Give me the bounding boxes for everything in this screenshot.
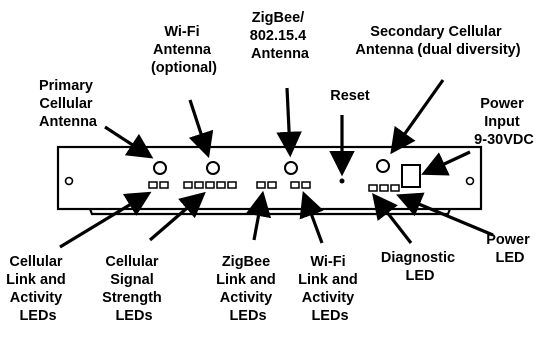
diagnostic-and-power-leds xyxy=(368,184,400,192)
label-wifi-link-line-3: Activity xyxy=(302,290,354,306)
cellular-link-activity-leds xyxy=(148,181,169,189)
label-zigbee-antenna-line-1: ZigBee/ xyxy=(252,10,304,26)
label-primary-cellular-line-3: Antenna xyxy=(39,114,98,130)
primary-cellular-antenna-connector xyxy=(153,161,167,175)
label-zigbee-antenna-line-3: Antenna xyxy=(251,46,310,62)
label-zigbee-link-leds: ZigBee Link and Activity LEDs xyxy=(216,254,280,324)
label-cellular-link-line-1: Cellular xyxy=(9,254,63,270)
arrow-diagnostic-led xyxy=(372,192,413,244)
mounting-hole-left xyxy=(64,176,74,186)
power-input-port xyxy=(401,164,421,188)
label-secondary-cellular-line-2: Antenna (dual diversity) xyxy=(355,42,520,58)
label-cellular-link-line-3: Activity xyxy=(10,290,62,306)
label-cellular-signal-line-1: Cellular xyxy=(105,254,159,270)
label-cellular-signal-line-4: LEDs xyxy=(115,308,152,324)
zigbee-link-activity-leds xyxy=(256,181,277,189)
label-reset-line-1: Reset xyxy=(330,88,370,104)
label-cellular-signal-leds: Cellular Signal Strength LEDs xyxy=(102,254,166,324)
label-wifi-link-line-4: LEDs xyxy=(311,308,348,324)
label-diagnostic-line-1: Diagnostic xyxy=(381,250,455,266)
label-reset: Reset xyxy=(330,88,370,104)
label-primary-cellular-line-2: Cellular xyxy=(39,96,93,112)
label-wifi-link-leds: Wi-Fi Link and Activity LEDs xyxy=(298,254,362,324)
zigbee-antenna-connector xyxy=(284,161,298,175)
label-power-input: Power Input 9-30VDC xyxy=(474,96,534,148)
label-cellular-signal-line-2: Signal xyxy=(110,272,154,288)
label-cellular-link-line-2: Link and xyxy=(6,272,66,288)
label-cellular-signal-line-3: Strength xyxy=(102,290,162,306)
arrow-zigbee-link-leds xyxy=(245,190,272,241)
label-cellular-link-leds: Cellular Link and Activity LEDs xyxy=(6,254,70,324)
label-wifi-link-line-2: Link and xyxy=(298,272,358,288)
label-power-input-line-1: Power xyxy=(480,96,524,112)
label-wifi-link-line-1: Wi-Fi xyxy=(310,254,345,270)
arrow-wifi-link-leds xyxy=(299,190,324,244)
label-power-led-line-2: LED xyxy=(496,250,525,266)
arrow-secondary-cellular xyxy=(390,79,445,155)
label-zigbee-link-line-3: Activity xyxy=(220,290,272,306)
arrow-cellular-link-leds xyxy=(59,191,152,249)
label-zigbee-antenna-line-2: 802.15.4 xyxy=(250,28,306,44)
label-zigbee-link-line-1: ZigBee xyxy=(222,254,270,270)
arrow-power-led xyxy=(396,192,494,237)
label-power-led: Power LED xyxy=(486,232,534,266)
arrow-cellular-signal-leds xyxy=(148,191,206,242)
wifi-antenna-connector xyxy=(206,161,220,175)
label-zigbee-link-line-2: Link and xyxy=(216,272,276,288)
wifi-link-activity-leds xyxy=(290,181,311,189)
label-wifi-antenna-line-1: Wi-Fi xyxy=(164,24,199,40)
label-secondary-cellular-antenna: Secondary Cellular Antenna (dual diversi… xyxy=(355,24,520,58)
label-zigbee-antenna: ZigBee/ 802.15.4 Antenna xyxy=(250,10,310,62)
cellular-signal-strength-leds xyxy=(183,181,237,189)
label-diagnostic-line-2: LED xyxy=(406,268,435,284)
reset-button xyxy=(339,178,345,184)
label-cellular-link-line-4: LEDs xyxy=(19,308,56,324)
label-wifi-antenna: Wi-Fi Antenna (optional) xyxy=(151,24,217,76)
label-power-input-line-2: Input xyxy=(484,114,520,130)
label-zigbee-link-line-4: LEDs xyxy=(229,308,266,324)
label-primary-cellular-line-1: Primary xyxy=(39,78,93,94)
arrow-primary-cellular xyxy=(104,125,154,159)
label-power-input-line-3: 9-30VDC xyxy=(474,132,534,148)
label-wifi-antenna-line-3: (optional) xyxy=(151,60,217,76)
secondary-cellular-antenna-connector xyxy=(376,159,390,173)
arrow-power-input xyxy=(421,150,471,176)
label-diagnostic-led: Diagnostic LED xyxy=(381,250,459,284)
label-primary-cellular-antenna: Primary Cellular Antenna xyxy=(39,78,98,130)
label-power-led-line-1: Power xyxy=(486,232,530,248)
label-wifi-antenna-line-2: Antenna xyxy=(153,42,212,58)
label-secondary-cellular-line-1: Secondary Cellular xyxy=(370,24,502,40)
arrow-wifi-antenna xyxy=(188,99,214,159)
arrow-zigbee-antenna xyxy=(276,87,302,158)
mounting-hole-right xyxy=(465,176,475,186)
